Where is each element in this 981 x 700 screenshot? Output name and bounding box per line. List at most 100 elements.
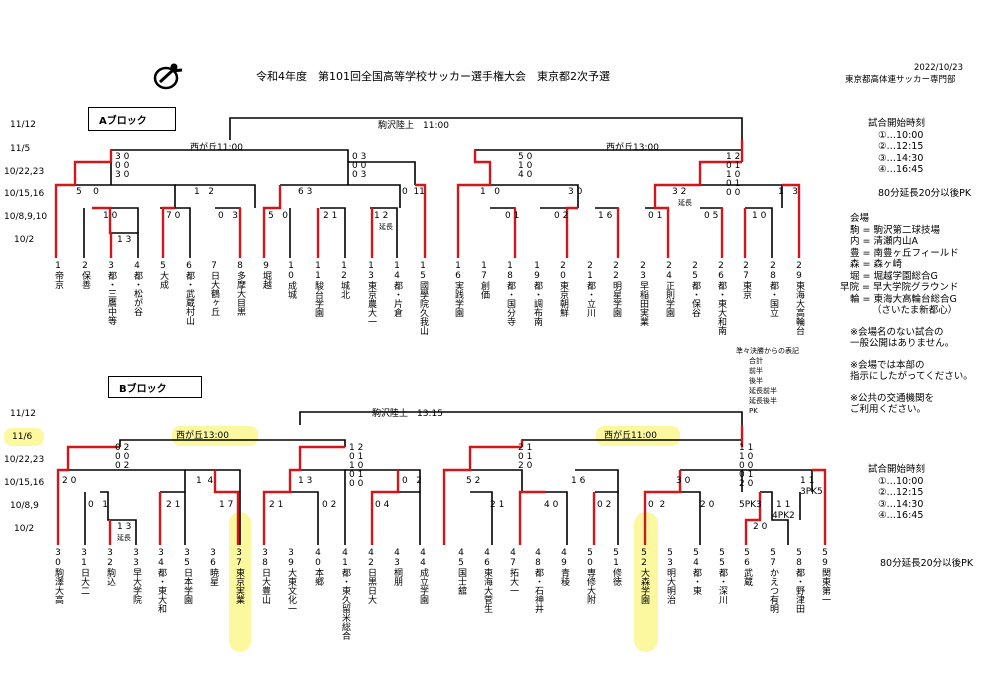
round-date: 10/22,23 xyxy=(4,455,45,465)
score: 0 1 xyxy=(88,500,109,510)
final-venue: 駒沢陸上 13:15 xyxy=(372,409,443,419)
venue-item: 豊 = 南豊ヶ丘フィールド xyxy=(850,247,959,259)
date-text: 2022/10/23 xyxy=(914,63,963,73)
team-25: 25都・保谷 xyxy=(690,261,700,317)
note: ※会場では本部の xyxy=(850,359,925,371)
team-43: 43桐朋 xyxy=(392,548,402,586)
team-42: 42日黒日大 xyxy=(366,548,376,604)
start-time: ③…14:30 xyxy=(878,152,924,164)
venue-item: （さいたま新都心） xyxy=(872,305,958,316)
team-39: 39大東文化一 xyxy=(286,548,296,613)
score: 1 2 xyxy=(194,187,215,197)
team-52: 52大森学園 xyxy=(639,548,649,604)
team-55: 55都・深川 xyxy=(717,548,727,604)
highlight-right-venue xyxy=(596,426,680,446)
score: 1 3 xyxy=(298,476,313,486)
team-56: 56武蔵 xyxy=(742,548,752,586)
team-9: 9堀越 xyxy=(261,261,271,289)
extension-note: 延長 xyxy=(678,199,692,207)
team-20: 20東京朝鮮 xyxy=(558,261,568,317)
score: 0 2 xyxy=(402,476,423,486)
score: 1 0 xyxy=(103,211,118,221)
team-59: 59関東第一 xyxy=(820,548,830,604)
team-41: 41都・東久留米総合 xyxy=(340,548,350,640)
score: 1 3 xyxy=(778,187,799,197)
score-legend-title: 準々決勝からの表記 xyxy=(736,347,799,355)
score: 0 3 xyxy=(218,211,239,221)
score: 2 0 xyxy=(700,500,715,510)
round-date: 10/15,16 xyxy=(4,478,45,488)
team-11: 11駿台学園 xyxy=(313,261,323,317)
score: 0 11 xyxy=(402,187,425,197)
team-3: 3都・三鷹中等 xyxy=(106,261,116,325)
score: 1 1 xyxy=(800,476,815,486)
score: 0 5 xyxy=(704,211,719,221)
score: 0 2 xyxy=(554,211,569,221)
team-38: 38日大豊山 xyxy=(260,548,270,604)
team-44: 44成立学園 xyxy=(418,548,428,604)
team-45: 45国士舘 xyxy=(456,548,466,595)
round-date: 10/2 xyxy=(14,235,35,245)
block-b-label: Bブロック xyxy=(108,376,202,398)
semi-venue-left: 西が丘13:00 xyxy=(176,431,229,441)
round-date: 11/12 xyxy=(10,409,36,419)
team-5: 5大成 xyxy=(158,261,168,289)
logo-icon xyxy=(152,62,184,90)
final-venue: 駒沢陸上 11:00 xyxy=(378,121,449,131)
score: 0 2 xyxy=(597,500,612,510)
team-31: 31日大二 xyxy=(79,548,89,595)
team-53: 53明大明治 xyxy=(665,548,675,604)
team-8: 8多摩大目黒 xyxy=(235,261,245,316)
round-date: 10/8,9 xyxy=(10,501,39,511)
score: 1 7 xyxy=(219,500,234,510)
overtime-rule: 80分延長20分以後PK xyxy=(880,558,974,569)
score-legend-item: PK xyxy=(749,407,758,415)
team-36: 36暁星 xyxy=(208,548,218,586)
team-23: 23早稲田実業 xyxy=(638,261,648,326)
score: 6 3 xyxy=(298,187,313,197)
team-6: 6都・武蔵村山 xyxy=(184,261,194,325)
team-4: 4都・松が谷 xyxy=(132,261,142,316)
team-54: 54都・東 xyxy=(691,548,701,595)
team-28: 28都・国立 xyxy=(768,261,778,317)
score: 0 1 xyxy=(505,211,520,221)
score: 2 1 xyxy=(269,500,284,510)
team-24: 24正則学園 xyxy=(664,261,674,317)
venue-item: 駒 = 駒沢第二球技場 xyxy=(850,224,940,236)
team-16: 16実践学園 xyxy=(453,261,463,317)
venue-item: 輪 = 東海大高輪台総合G xyxy=(850,293,957,305)
round-date: 11/5 xyxy=(10,144,31,154)
team-27: 27東京 xyxy=(741,261,751,299)
team-35: 35日本学園 xyxy=(182,548,192,604)
start-time: ①…10:00 xyxy=(878,475,924,487)
team-21: 21都・立川 xyxy=(585,261,595,317)
score: 3 0 xyxy=(568,187,583,197)
score: 5 0 xyxy=(268,211,289,221)
score-legend-item: 合計 xyxy=(749,357,763,365)
block-a-label: Aブロック xyxy=(88,107,176,131)
team-48: 48都・石神井 xyxy=(533,548,543,613)
score: 1 2 xyxy=(374,211,389,221)
round-date: 10/15,16 xyxy=(4,189,45,199)
team-51: 51修徳 xyxy=(611,548,621,586)
round-date: 10/22,23 xyxy=(4,167,45,177)
team-37: 37東京実業 xyxy=(234,548,244,604)
round-date: 11/12 xyxy=(10,120,36,130)
team-29: 29東海大高輪台 xyxy=(794,261,804,335)
semi-venue-right: 西が丘11:00 xyxy=(604,431,657,441)
score-legend-item: 前半 xyxy=(749,367,763,375)
team-13: 13東京農大一 xyxy=(366,261,376,326)
start-time: ①…10:00 xyxy=(878,129,924,141)
note: ※公共の交通機関を xyxy=(850,392,934,404)
score: 3 0 xyxy=(676,476,691,486)
round-date: 11/6 xyxy=(12,432,33,442)
score: 2 1 xyxy=(323,211,338,221)
organizer-text: 東京都高体連サッカー専門部 xyxy=(845,75,956,85)
score: 1 4 xyxy=(196,476,214,486)
team-18: 18都・国分寺 xyxy=(505,261,515,326)
start-time: ②…12:15 xyxy=(878,141,924,152)
